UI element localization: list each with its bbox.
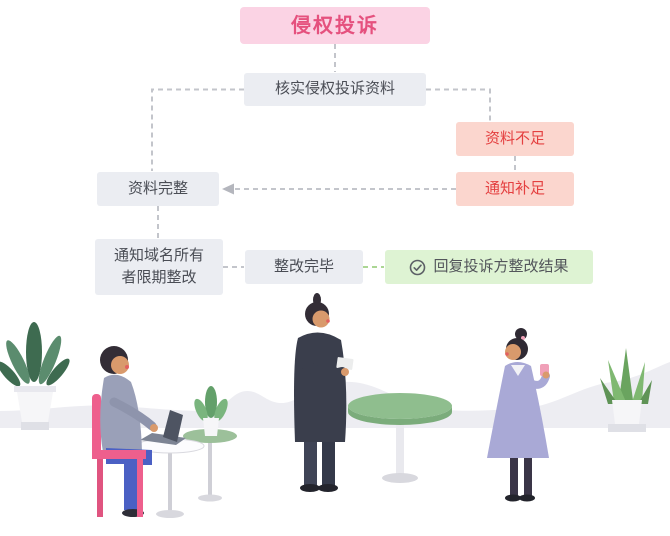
potted-plant-left xyxy=(0,322,70,430)
node-reply-result: 回复投诉方整改结果 xyxy=(385,250,593,284)
arrowhead-left xyxy=(222,183,234,195)
laptop-base xyxy=(140,433,186,445)
succulent-plant-right xyxy=(600,348,652,432)
edge-verify-insufficient xyxy=(426,88,491,121)
node-materials-insufficient: 资料不足 xyxy=(456,122,574,156)
node-materials-complete: 资料完整 xyxy=(97,172,219,206)
check-circle-icon xyxy=(410,259,426,275)
standing-woman-right xyxy=(487,328,550,502)
reply-result-label: 回复投诉方整改结果 xyxy=(433,257,569,275)
laptop-table xyxy=(135,410,205,518)
standing-person-middle xyxy=(294,293,354,492)
node-verify-materials: 核实侵权投诉资料 xyxy=(244,73,426,106)
pink-chair-back xyxy=(92,394,101,456)
laptop-screen xyxy=(163,410,183,442)
node-notify-domain-owner: 通知域名所有者限期整改 xyxy=(95,239,223,295)
node-rectification-done: 整改完毕 xyxy=(245,250,363,284)
node-notify-supplement: 通知补足 xyxy=(456,172,574,206)
edge-verify-complete xyxy=(151,88,244,171)
pink-chair-seat xyxy=(92,450,146,459)
node-complaint-title: 侵权投诉 xyxy=(240,7,430,44)
seated-person xyxy=(92,346,158,517)
round-green-table xyxy=(348,393,452,483)
side-table-plant xyxy=(183,386,237,502)
illustration xyxy=(0,293,670,518)
